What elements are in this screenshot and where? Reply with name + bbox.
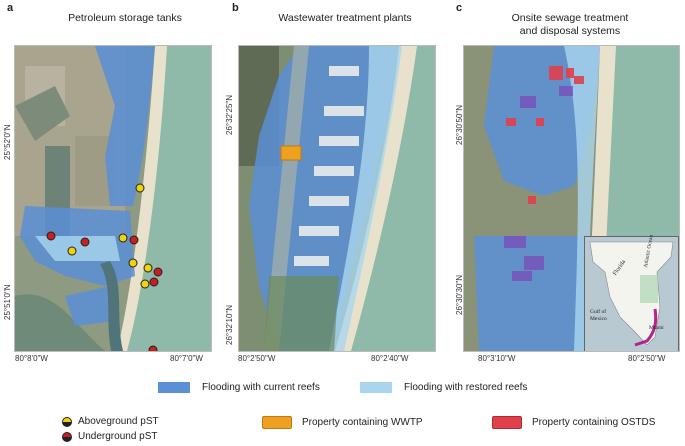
underground-icon: [62, 431, 72, 442]
legend-restored-swatch: [360, 382, 392, 393]
inset-map: Florida Atlantic Ocean Gulf of Mexico Mi…: [584, 234, 679, 351]
panel-b-ytick-2: 26°32'10"N: [225, 304, 234, 345]
aboveground-icon: [62, 416, 72, 427]
panel-b-map[interactable]: [238, 45, 436, 352]
panel-b-map-graphic: [239, 46, 435, 351]
panel-a-ytick-2: 25°51'0"N: [3, 284, 12, 320]
legend-current-reefs: Flooding with current reefs: [158, 382, 320, 393]
panel-c-ytick-2: 26°30'30"N: [455, 274, 464, 315]
underground-pst-markers: [46, 231, 163, 351]
panel-c-xtick-1: 80°3'10"W: [478, 354, 516, 363]
panel-a-ytick-1: 25°52'0"N: [3, 124, 12, 160]
panel-a-letter: a: [7, 2, 14, 14]
legend-ostds: Property containing OSTDS: [492, 416, 655, 429]
wwtp-property: [280, 145, 302, 161]
panel-b-letter: b: [232, 2, 239, 14]
panel-a-title: Petroleum storage tanks: [68, 12, 182, 24]
legend-current-label: Flooding with current reefs: [202, 382, 320, 393]
legend-ostds-swatch: [492, 416, 522, 429]
panel-c-title-line1: Onsite sewage treatment: [511, 12, 629, 24]
panel-c-letter: c: [456, 2, 463, 14]
panel-c-map[interactable]: Florida Atlantic Ocean Gulf of Mexico Mi…: [463, 45, 680, 352]
panel-b-xtick-1: 80°2'50"W: [238, 354, 276, 363]
panel-c-ytick-1: 26°30'50"N: [455, 104, 464, 145]
legend-wwtp-label: Property containing WWTP: [302, 417, 423, 428]
legend-ostds-label: Property containing OSTDS: [532, 417, 656, 428]
legend-aboveground: Aboveground pST: [62, 416, 159, 427]
legend-restored-reefs: Flooding with restored reefs: [360, 382, 527, 393]
panel-b-xtick-2: 80°2'40"W: [371, 354, 409, 363]
legend-underground-label: Underground pST: [78, 431, 158, 442]
legend-aboveground-label: Aboveground pST: [78, 416, 159, 427]
legend-restored-label: Flooding with restored reefs: [404, 382, 528, 393]
aboveground-pst-markers: [67, 183, 153, 289]
legend-wwtp: Property containing WWTP: [262, 416, 423, 429]
legend-underground: Underground pST: [62, 431, 158, 442]
panel-a-map-graphic: [15, 46, 211, 351]
ostds-properties: [506, 66, 584, 204]
inset-label-miami: Miami: [649, 325, 664, 331]
inset-label-gulf: Gulf of Mexico: [590, 309, 607, 322]
panel-c-xtick-2: 80°2'50"W: [628, 354, 666, 363]
panel-a-map[interactable]: [14, 45, 212, 352]
panel-a-xtick-2: 80°7'0"W: [170, 354, 203, 363]
panel-b-title: Wastewater treatment plants: [278, 12, 412, 24]
panel-b-ytick-1: 26°32'25"N: [225, 94, 234, 135]
panel-c-title-line2: and disposal systems: [519, 25, 621, 37]
panel-a-xtick-1: 80°8'0"W: [15, 354, 48, 363]
legend-current-swatch: [158, 382, 190, 393]
legend-wwtp-swatch: [262, 416, 292, 429]
